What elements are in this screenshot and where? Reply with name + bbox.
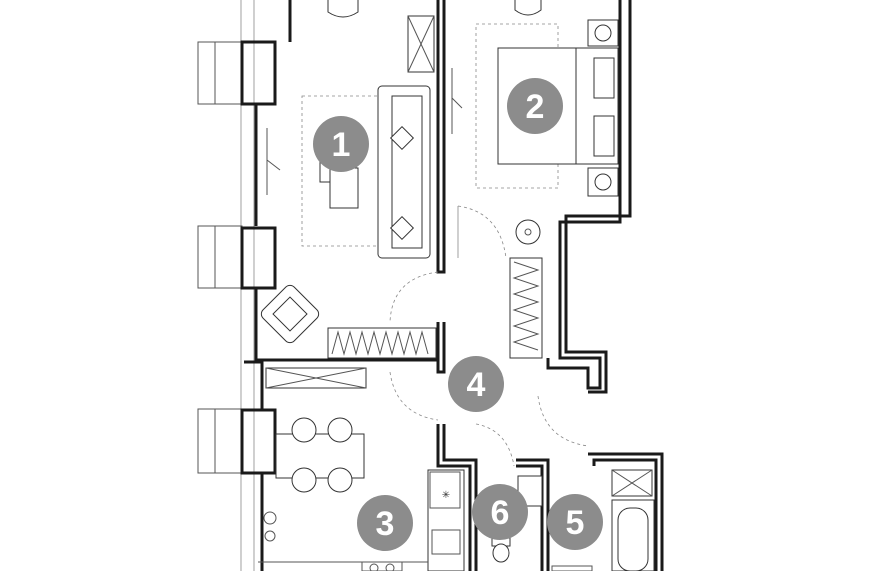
bathroom-sink-2 <box>551 565 593 571</box>
bedroom-door <box>451 68 463 134</box>
chair-top-bedroom <box>514 0 542 16</box>
nightstand-top <box>587 19 619 47</box>
room-badge-6: 6 <box>472 484 528 540</box>
room-badge-1: 1 <box>313 116 369 172</box>
bathroom-cabinet <box>611 469 653 497</box>
armchair <box>260 284 320 344</box>
room-label-1: 1 <box>332 126 351 164</box>
window-top-left <box>197 40 277 106</box>
chair-top-left <box>327 0 359 18</box>
svg-text:✳: ✳ <box>442 490 450 501</box>
window-mid-left <box>197 225 277 290</box>
room-badge-4: 4 <box>448 356 504 412</box>
room-label-5: 5 <box>566 504 585 542</box>
nightstand-bottom <box>587 167 619 197</box>
bathtub <box>611 499 655 571</box>
room-label-6: 6 <box>491 494 510 532</box>
room-label-2: 2 <box>526 88 545 126</box>
wardrobe-living <box>327 327 437 359</box>
tv-unit <box>407 15 435 73</box>
kitchen-cabinet <box>265 367 367 389</box>
kitchen-counter: ✳ <box>258 469 465 571</box>
bedroom-lamp <box>515 219 541 245</box>
dining-table <box>275 417 365 493</box>
bathroom-sink <box>517 475 543 507</box>
room-label-3: 3 <box>376 505 395 543</box>
sofa <box>377 85 431 259</box>
toilet <box>491 537 511 563</box>
room-badge-3: 3 <box>357 495 413 551</box>
wardrobe-hall <box>509 257 543 359</box>
room-badge-2: 2 <box>507 78 563 134</box>
door-swings <box>389 205 589 467</box>
room-badge-5: 5 <box>547 494 603 550</box>
room-label-4: 4 <box>467 366 486 404</box>
window-bottom-left <box>197 408 277 475</box>
kitchen-plant <box>263 511 277 542</box>
balcony-door <box>266 128 281 195</box>
